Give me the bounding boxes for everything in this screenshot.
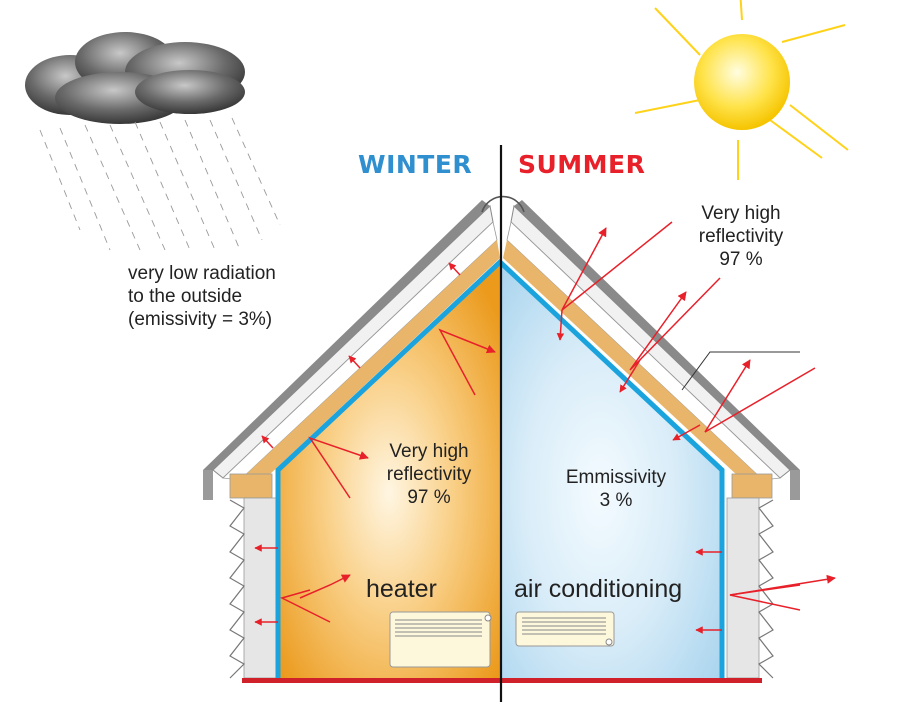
winter-reflectivity-label: Very high reflectivity 97 % bbox=[386, 441, 472, 509]
heater-label: heater bbox=[366, 575, 437, 603]
summer-reflectivity-label: Very high reflectivity 97 % bbox=[698, 203, 784, 271]
summer-label: SUMMER bbox=[518, 150, 646, 179]
emissivity-label: Emmissivity 3 % bbox=[565, 467, 667, 512]
sun-icon bbox=[634, 0, 849, 180]
outside-radiation-label: very low radiation to the outside (emiss… bbox=[128, 263, 276, 331]
rain-icon bbox=[39, 117, 281, 251]
heater-icon bbox=[389, 611, 492, 668]
radiation-arrows bbox=[254, 221, 836, 634]
air-conditioning-label: air conditioning bbox=[514, 575, 683, 603]
winter-label: WINTER bbox=[358, 150, 473, 179]
cloud-icon bbox=[25, 32, 245, 124]
air-conditioner-icon bbox=[515, 611, 615, 647]
